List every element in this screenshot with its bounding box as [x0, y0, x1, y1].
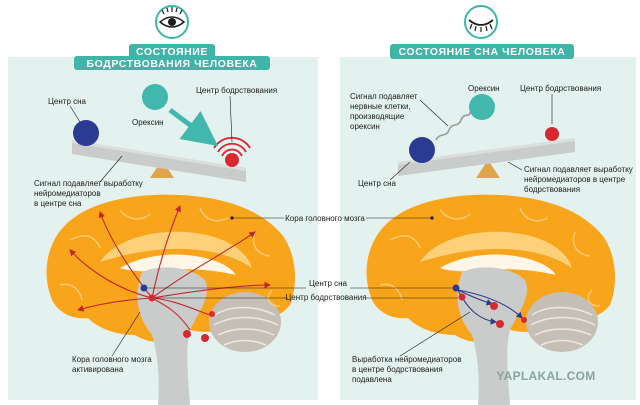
left-signal-arrows — [69, 204, 272, 331]
left-title-badge: СОСТОЯНИЕ БОДРСТВОВАНИЯ ЧЕЛОВЕКА — [74, 44, 270, 70]
right-brainstem — [457, 267, 528, 405]
right-orexin-ball — [469, 94, 495, 120]
eye-open-icon — [155, 5, 189, 39]
left-orexin-label: Орексин — [132, 118, 164, 127]
left-brainstem-dot-3 — [209, 311, 215, 317]
right-brainstem-dot-2 — [496, 320, 504, 328]
right-squiggle-signal — [435, 111, 471, 141]
left-cerebellum — [209, 292, 281, 352]
middle-center-sleep-label: Центр сна — [309, 279, 348, 288]
right-brainstem-dot-1 — [490, 302, 498, 310]
right-signal-line2: нервные клетки, — [350, 102, 411, 111]
right-signal-line4: орексин — [350, 122, 380, 131]
right-signal2-line2: нейромедиаторов в центре — [524, 175, 626, 184]
right-production-line3: подавлена — [352, 375, 392, 384]
right-signal2-line3: бодрствования — [524, 185, 580, 194]
right-corpus-callosum — [420, 231, 572, 268]
left-cortex-active-line1: Кора головного мозга — [72, 355, 152, 364]
right-brain-wake-center-dot — [458, 293, 466, 301]
left-orexin-ball — [142, 84, 168, 110]
left-seesaw — [72, 140, 246, 182]
left-brainstem-dot-1 — [183, 330, 191, 338]
right-brain — [366, 194, 616, 405]
left-brain-wake-center-dot — [148, 294, 156, 302]
left-brain-sleep-center-dot — [140, 284, 148, 292]
left-brainstem-dot-2 — [201, 334, 209, 342]
right-orexin-label: Орексин — [468, 84, 500, 93]
left-orexin-arrow — [168, 108, 218, 146]
left-center-sleep-label: Центр сна — [48, 97, 87, 106]
left-signal-line2: нейромедиаторов — [34, 189, 101, 198]
right-sleep-center-ball — [409, 137, 435, 163]
right-production-line1: Выработка нейромедиаторов — [352, 355, 461, 364]
right-seesaw — [398, 138, 575, 178]
left-cortex-active-line2: активирована — [72, 365, 124, 374]
right-cerebellum — [526, 292, 598, 352]
right-wake-center-ball — [545, 127, 559, 141]
right-signal-line1: Сигнал подавляет — [350, 92, 418, 101]
right-signal2-line1: Сигнал подавляет выработку — [524, 165, 633, 174]
right-production-line2: в центре бодрствования — [352, 365, 443, 374]
left-title-line2: БОДРСТВОВАНИЯ ЧЕЛОВЕКА — [87, 58, 258, 70]
left-signal-line1: Сигнал подавляет выработку — [34, 179, 143, 188]
right-title: СОСТОЯНИЕ СНА ЧЕЛОВЕКА — [399, 46, 566, 58]
watermark: YAPLAKAL.COM — [496, 369, 595, 383]
left-title-line1: СОСТОЯНИЕ — [136, 46, 208, 58]
left-signal-line3: в центре сна — [34, 199, 82, 208]
left-corpus-callosum — [100, 231, 252, 268]
left-wake-center-ball — [225, 153, 239, 167]
middle-center-wake-label: Центр бодрствования — [285, 293, 366, 302]
left-center-wake-label: Центр бодрствования — [196, 86, 277, 95]
right-title-badge: СОСТОЯНИЕ СНА ЧЕЛОВЕКА — [390, 44, 574, 59]
left-brainstem — [137, 267, 208, 405]
right-center-wake-label: Центр бодрствования — [520, 84, 601, 93]
middle-cortex-label: Кора головного мозга — [285, 214, 365, 223]
right-signal-line3: производящие — [350, 112, 405, 121]
eye-closed-icon — [464, 5, 498, 39]
right-brain-sleep-center-dot — [452, 284, 460, 292]
right-brainstem-dot-3 — [521, 317, 527, 323]
right-center-sleep-label: Центр сна — [358, 179, 397, 188]
left-sleep-center-ball — [73, 120, 99, 146]
